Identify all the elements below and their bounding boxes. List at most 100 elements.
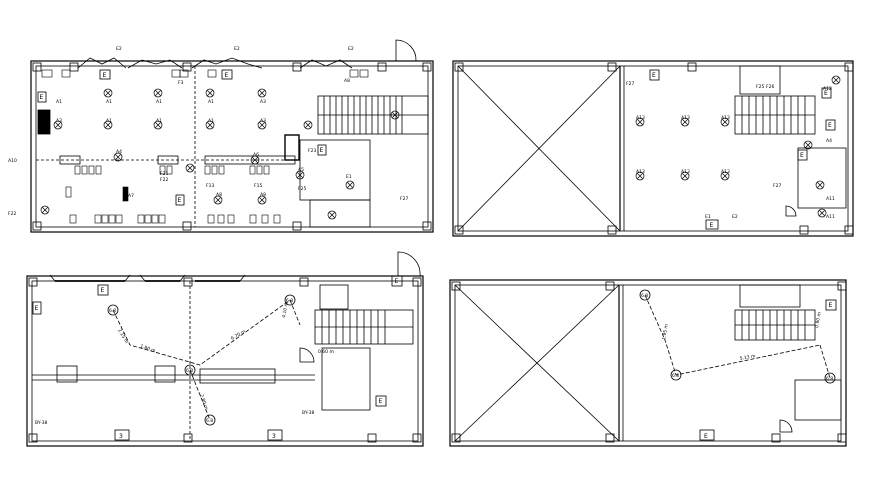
e-boxes: E E E E E — [37, 69, 327, 206]
columns — [28, 277, 422, 443]
fixture-labels: A13 A13 A13 A13 A13 A13 F27 F25 F26 A4 A… — [626, 81, 835, 220]
emitters: 6.8 6.8 6.8 6.8 — [107, 294, 296, 426]
svg-text:F27: F27 — [626, 81, 634, 87]
door-swing — [395, 39, 417, 62]
svg-text:F25: F25 — [756, 84, 764, 90]
svg-text:A13: A13 — [636, 169, 645, 175]
svg-text:6.8: 6.8 — [641, 293, 648, 299]
svg-text:6.8: 6.8 — [826, 376, 833, 382]
svg-text:E1: E1 — [705, 214, 711, 220]
svg-text:6.8: 6.8 — [109, 308, 116, 314]
svg-text:E: E — [35, 305, 39, 312]
svg-text:E: E — [225, 72, 229, 79]
svg-text:E: E — [710, 222, 714, 229]
svg-text:E: E — [101, 287, 105, 294]
route-lines — [644, 294, 831, 379]
door-swing — [397, 251, 421, 277]
svg-text:A1: A1 — [106, 118, 112, 124]
svg-text:E: E — [178, 197, 182, 204]
route-lines — [112, 299, 301, 421]
inner-wall — [454, 284, 842, 442]
svg-text:F23: F23 — [308, 148, 316, 154]
svg-text:A12: A12 — [823, 86, 832, 92]
e-boxes: E E E E 3 3 — [32, 275, 403, 441]
svg-text:F27: F27 — [400, 196, 408, 202]
svg-text:6.8: 6.8 — [186, 368, 193, 374]
columns — [32, 62, 432, 231]
outer-wall — [449, 279, 847, 447]
light-fixtures — [635, 75, 841, 218]
fixture-labels: A1 A1 A1 A1 A3 A1 A1 A3 A1 A3 A4 A6 A5 A… — [8, 46, 408, 217]
svg-text:E: E — [103, 72, 107, 79]
inner-wall — [457, 65, 849, 232]
svg-text:E2: E2 — [348, 46, 354, 52]
columns — [451, 281, 847, 443]
svg-text:3: 3 — [272, 433, 276, 440]
svg-text:A13: A13 — [721, 169, 730, 175]
svg-text:1.80 m: 1.80 m — [139, 343, 156, 354]
inner-wall — [31, 280, 419, 442]
svg-text:E: E — [40, 94, 44, 101]
svg-text:2.15 m: 2.15 m — [116, 328, 129, 345]
svg-text:E: E — [652, 72, 656, 79]
svg-text:F27: F27 — [773, 183, 781, 189]
svg-text:A4: A4 — [826, 138, 832, 144]
svg-text:A13: A13 — [636, 115, 645, 121]
svg-text:A7: A7 — [128, 193, 134, 199]
emitters: 6.8 6.8 6.8 — [639, 289, 836, 384]
svg-text:E: E — [320, 147, 324, 154]
plan-top-right: A13 A13 A13 A13 A13 A13 F27 F25 F26 A4 A… — [452, 60, 854, 237]
svg-text:1.95 m: 1.95 m — [661, 324, 670, 341]
svg-text:A1: A1 — [156, 118, 162, 124]
svg-text:E: E — [824, 90, 828, 97]
svg-text:E: E — [800, 152, 804, 159]
svg-text:A11: A11 — [826, 196, 835, 202]
svg-text:A8: A8 — [216, 192, 222, 198]
svg-text:6.8: 6.8 — [206, 418, 213, 424]
svg-text:E2: E2 — [234, 46, 240, 52]
svg-text:A13: A13 — [681, 115, 690, 121]
svg-text:F25: F25 — [298, 186, 306, 192]
svg-text:A1: A1 — [208, 99, 214, 105]
svg-text:A6: A6 — [253, 152, 259, 158]
inner-wall — [35, 65, 429, 228]
svg-text:0.90 m: 0.90 m — [814, 312, 823, 329]
svg-text:A4: A4 — [116, 149, 122, 155]
svg-text:F15: F15 — [254, 183, 262, 189]
outer-wall — [26, 275, 424, 447]
dimensions: 2.15 m 1.80 m 0.60 m 4.10 m 6.70 m 2.80 … — [35, 302, 334, 426]
dimensions: 1.95 m 5.13 m 0.90 m — [661, 312, 823, 362]
plan-bottom-left: 6.8 6.8 6.8 6.8 2.15 m 1.80 m 0.60 m 4.1… — [26, 251, 424, 447]
columns — [454, 62, 854, 235]
windows-top — [49, 274, 246, 282]
svg-text:F26: F26 — [766, 84, 774, 90]
svg-text:A5: A5 — [298, 167, 304, 173]
svg-text:3: 3 — [119, 433, 123, 440]
svg-text:A1: A1 — [56, 99, 62, 105]
svg-text:0.60 m: 0.60 m — [318, 349, 334, 355]
outer-wall — [452, 60, 854, 237]
svg-text:A13: A13 — [721, 115, 730, 121]
svg-text:A3: A3 — [260, 118, 266, 124]
svg-text:F22: F22 — [8, 211, 16, 217]
svg-text:6.70 m: 6.70 m — [230, 329, 247, 342]
stair — [734, 309, 816, 341]
svg-text:E: E — [829, 302, 833, 309]
svg-text:4.10 m: 4.10 m — [281, 302, 290, 319]
svg-text:2.80 m: 2.80 m — [198, 394, 209, 411]
svg-text:BY-38: BY-38 — [35, 420, 48, 426]
svg-text:A1: A1 — [208, 118, 214, 124]
svg-text:A11: A11 — [826, 214, 835, 220]
windows-top — [77, 57, 353, 69]
svg-text:A3: A3 — [56, 118, 62, 124]
void-diagonal — [454, 284, 620, 442]
svg-text:A8: A8 — [260, 192, 266, 198]
svg-text:E: E — [395, 278, 399, 285]
svg-text:A3: A3 — [260, 99, 266, 105]
svg-text:E1: E1 — [346, 174, 352, 180]
e-boxes: E E E E E — [649, 69, 836, 230]
svg-text:6.8: 6.8 — [672, 373, 679, 379]
stair — [317, 95, 429, 135]
stair — [314, 309, 414, 345]
